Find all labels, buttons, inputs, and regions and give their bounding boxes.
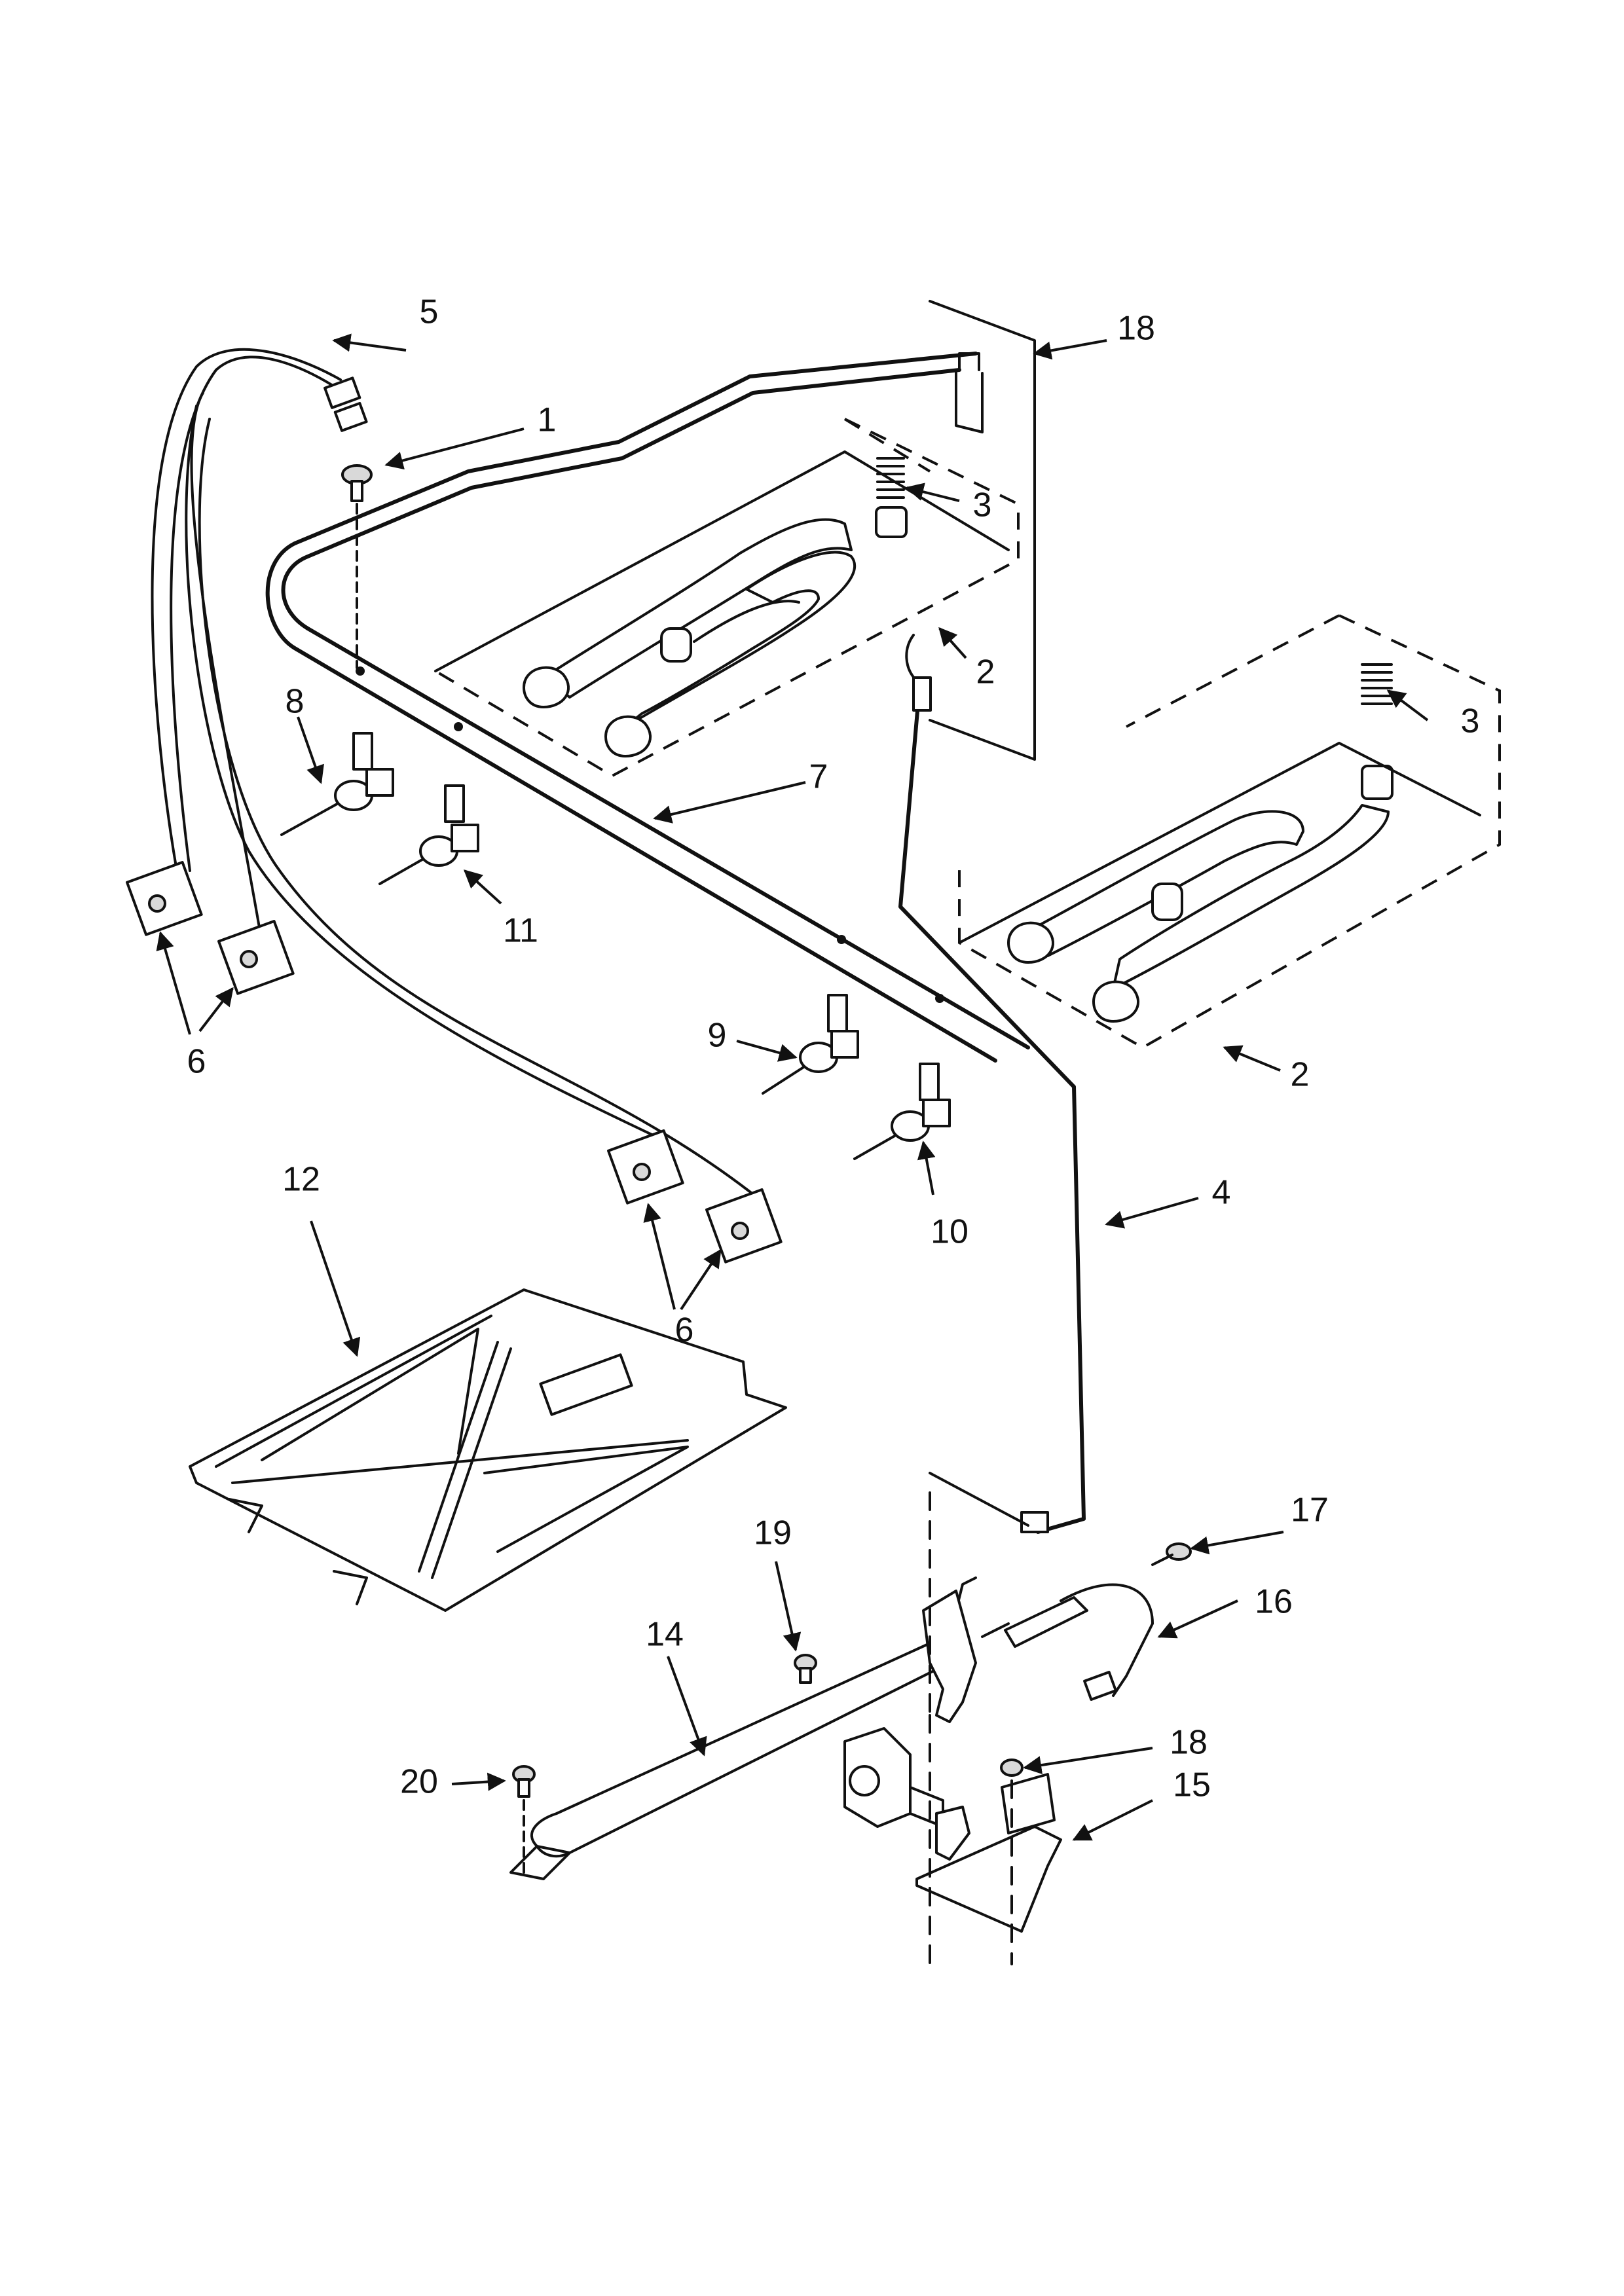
callout-3: 3 [973, 486, 992, 524]
callout-15: 15 [1173, 1766, 1211, 1804]
callout-8: 8 [286, 683, 304, 721]
callout-18: 18 [1117, 310, 1155, 348]
oven-gas-valve [843, 1727, 1062, 1933]
callout-11: 11 [503, 912, 538, 950]
valve-11 [378, 784, 479, 885]
ignitor-switch [607, 1129, 684, 1205]
valve-10 [853, 1063, 951, 1160]
callout-5: 5 [420, 293, 439, 331]
oven-ignitor [981, 1583, 1154, 1701]
upper-burner-assembly [434, 418, 1020, 778]
ignitor-switch [126, 861, 203, 936]
ignitor-switch [217, 920, 295, 995]
spring-upper [875, 457, 908, 538]
callout-20: 20 [400, 1763, 438, 1801]
callout-1: 1 [538, 401, 557, 439]
back-panel [929, 300, 1036, 761]
callout-17: 17 [1291, 1491, 1329, 1529]
alignment-lines [929, 1472, 1029, 1965]
callout-19: 19 [754, 1514, 792, 1552]
spring-lower [1361, 663, 1393, 800]
callout-14: 14 [646, 1616, 684, 1654]
manifold-pipe [265, 352, 1030, 1063]
callout-16: 16 [1255, 1583, 1293, 1621]
callout-10: 10 [931, 1213, 969, 1251]
oven-burner [509, 1576, 977, 1880]
bottom-shield [189, 1288, 787, 1612]
valve-9 [762, 994, 859, 1095]
callout-6: 6 [675, 1311, 694, 1349]
ignitor-switch [705, 1188, 783, 1264]
leader-lines [156, 333, 1429, 1841]
screw [341, 464, 373, 669]
callout-3: 3 [1461, 702, 1480, 740]
screw-17 [1151, 1542, 1192, 1566]
screw-20 [512, 1765, 536, 1874]
callout-6: 6 [187, 1043, 206, 1081]
valve-8 [280, 732, 394, 836]
gas-tube [898, 634, 1086, 1534]
callout-labels: 1 2 2 3 3 4 5 6 6 7 8 9 10 11 12 14 15 1… [187, 293, 1480, 1804]
callout-2: 2 [976, 653, 995, 691]
callout-7: 7 [809, 758, 828, 796]
callout-4: 4 [1212, 1174, 1231, 1212]
callout-2: 2 [1291, 1056, 1310, 1094]
callout-18: 18 [1170, 1724, 1208, 1762]
screw-19 [794, 1654, 817, 1684]
callout-9: 9 [708, 1017, 727, 1055]
callout-12: 12 [282, 1161, 320, 1199]
lower-burner-assembly [958, 614, 1501, 1049]
wire-harness [151, 348, 767, 1206]
